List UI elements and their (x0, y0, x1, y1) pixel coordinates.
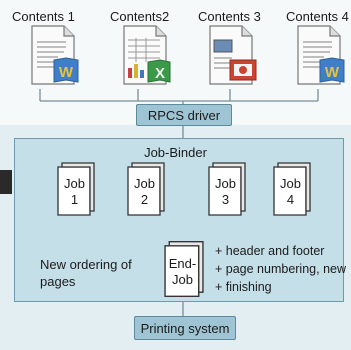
job-1-label: Job 1 (64, 176, 85, 207)
job-2-page-icon (127, 162, 165, 216)
dark-edge-strip (0, 170, 12, 194)
svg-text:W: W (325, 64, 340, 81)
new-ordering-text: New ordering of pages (40, 257, 132, 289)
job-4-label: Job 4 (280, 176, 301, 207)
job-3-label: Job 3 (215, 176, 236, 207)
contents-3-label: Contents 3 (198, 9, 261, 24)
feature-header-footer: + header and footer (215, 244, 325, 258)
job-4-page-icon (273, 162, 311, 216)
job-3-page-icon (208, 162, 246, 216)
svg-text:W: W (59, 64, 74, 81)
job-binder-title: Job-Binder (144, 145, 207, 160)
presentation-document-icon (209, 25, 257, 85)
contents-4-label: Contents 4 (286, 9, 349, 24)
excel-document-icon: X (123, 25, 171, 85)
end-job-page-icon (164, 240, 204, 298)
printing-system-box: Printing system (134, 316, 236, 340)
contents-2-label: Contents2 (110, 9, 170, 24)
word-document-icon: W (31, 25, 79, 85)
svg-text:X: X (155, 65, 165, 82)
rpcs-driver-box: RPCS driver (136, 104, 232, 126)
job-2-label: Job 2 (134, 176, 155, 207)
feature-finishing: + finishing (215, 280, 272, 294)
contents-1-label: Contents 1 (12, 9, 75, 24)
end-job-label: End- Job (168, 256, 197, 287)
feature-page-numbering: + page numbering, new (215, 262, 346, 276)
word-document-icon: W (297, 25, 345, 85)
job-1-page-icon (57, 162, 95, 216)
